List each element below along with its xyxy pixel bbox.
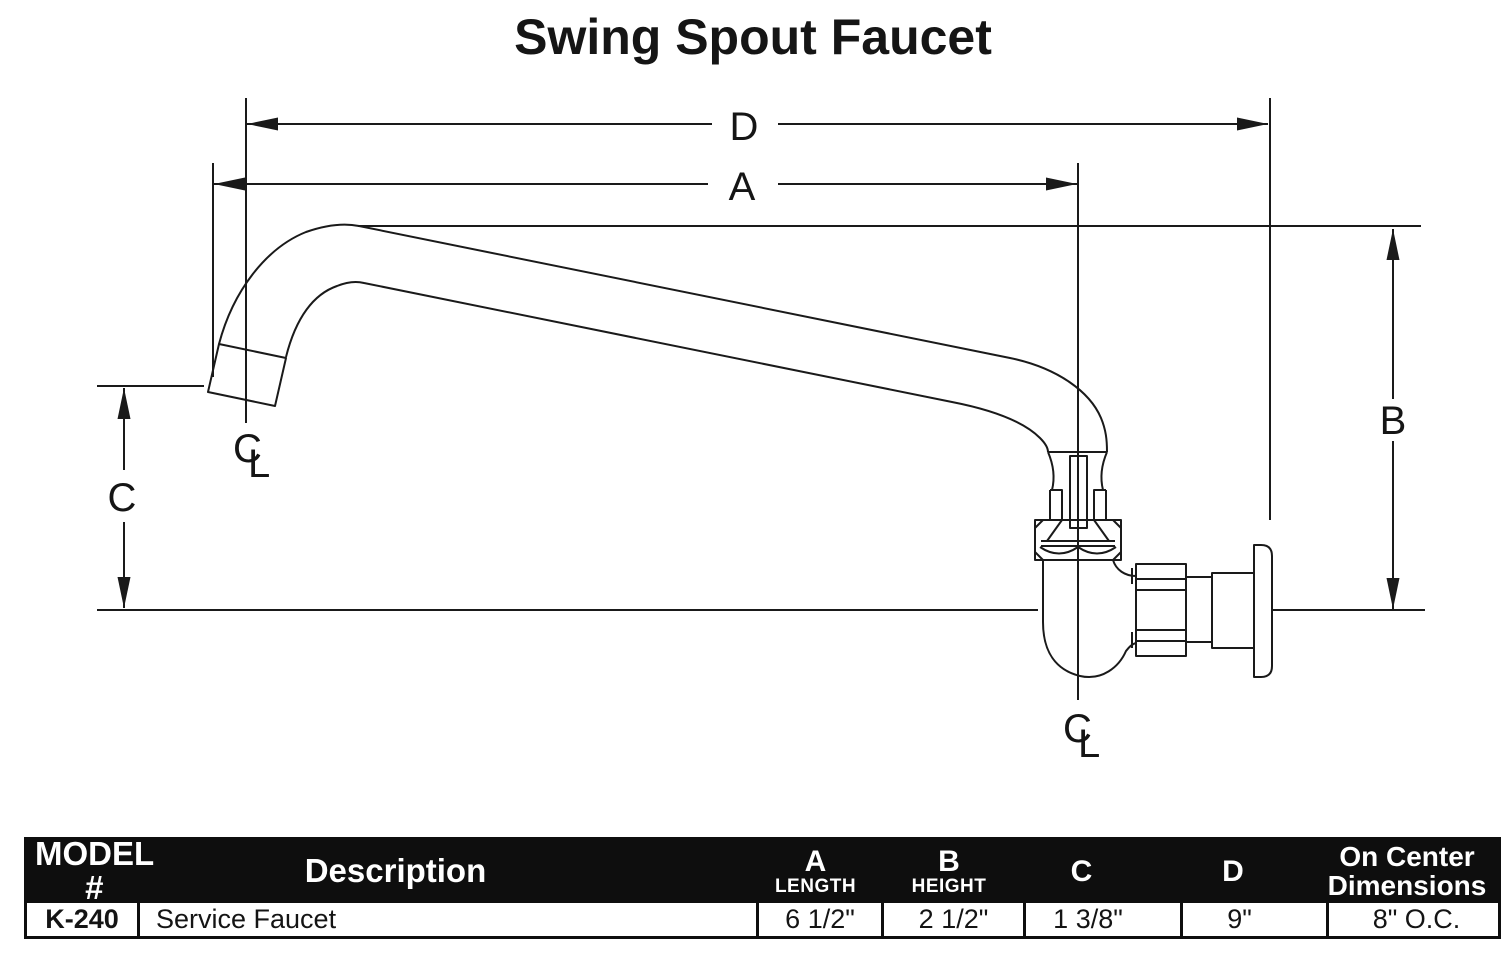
header-on-center: On Center Dimensions — [1323, 837, 1501, 906]
dimension-c: C — [108, 388, 137, 608]
centerline-symbol-c: C — [1063, 707, 1092, 751]
header-d: D — [1177, 837, 1323, 906]
centerline-symbol-c: C — [233, 427, 262, 471]
cell-d: 9" — [1180, 903, 1326, 936]
coupling-nut — [1135, 563, 1187, 657]
bonnet-nut — [1034, 519, 1122, 561]
spec-table-data-row: K-240 Service Faucet 6 1/2" 2 1/2" 1 3/8… — [24, 903, 1501, 939]
coupling-nut-facets — [1136, 578, 1186, 642]
dimension-b: B — [1380, 229, 1407, 609]
elbow-body — [1042, 559, 1137, 679]
swivel-shoulders — [1049, 489, 1107, 520]
faucet-dimension-diagram: D A B C — [97, 98, 1425, 766]
header-d-letter: D — [1222, 854, 1244, 888]
cell-c: 1 3/8" — [1023, 903, 1180, 936]
arrowhead-c-bottom — [117, 577, 131, 608]
header-b: B HEIGHT — [878, 837, 1020, 906]
spout-outer-edge — [218, 223, 1108, 453]
cell-on-center: 8" O.C. — [1326, 903, 1504, 936]
spacer-cylinder — [1211, 572, 1255, 649]
arrowhead-b-bottom — [1386, 578, 1400, 609]
dim-label-a: A — [729, 165, 756, 209]
header-oc-line1: On Center — [1339, 841, 1475, 873]
header-description: Description — [134, 837, 753, 906]
dim-label-c: C — [108, 476, 137, 520]
cell-a-length: 6 1/2" — [756, 903, 881, 936]
dimension-d: D — [247, 105, 1268, 149]
cell-b-height: 2 1/2" — [881, 903, 1023, 936]
dimension-a: A — [214, 165, 1077, 209]
wall-flange — [1253, 544, 1273, 678]
spec-table-header-row: MODEL # Description A LENGTH B HEIGHT C … — [24, 836, 1501, 906]
spout-nozzle — [207, 343, 287, 407]
arrowhead-a-left — [214, 177, 245, 191]
page-title: Swing Spout Faucet — [514, 9, 992, 65]
extension-lines — [97, 98, 1425, 700]
centerline-symbol-l: L — [1078, 722, 1100, 766]
arrowhead-d-right — [1237, 117, 1268, 131]
bonnet-detail — [1034, 519, 1122, 561]
header-model: MODEL # — [24, 836, 154, 906]
dim-label-d: D — [730, 105, 759, 149]
faucet-outline — [207, 223, 1273, 679]
header-oc-line2: Dimensions — [1327, 870, 1487, 902]
cell-description: Service Faucet — [137, 903, 756, 936]
header-a-sub: LENGTH — [774, 876, 857, 898]
arrowhead-d-left — [247, 117, 278, 131]
header-b-sub: HEIGHT — [911, 876, 987, 898]
header-a: A LENGTH — [753, 837, 878, 906]
swivel-cone — [1047, 451, 1108, 491]
header-c-letter: C — [1070, 854, 1093, 888]
header-c: C — [1020, 837, 1177, 906]
header-b-letter: B — [938, 844, 960, 878]
header-model-label: MODEL # — [35, 835, 155, 907]
centerline-symbol-spout: C L — [233, 427, 270, 486]
spec-table: MODEL # Description A LENGTH B HEIGHT C … — [24, 836, 1501, 939]
arrowhead-a-right — [1046, 177, 1077, 191]
arrowhead-c-top — [117, 388, 131, 419]
dim-label-b: B — [1380, 399, 1407, 443]
spout-inner-edge — [285, 281, 1049, 453]
header-a-letter: A — [804, 844, 827, 878]
centerline-symbol-body: C L — [1063, 707, 1100, 766]
header-description-label: Description — [304, 852, 487, 890]
swivel-stem — [1069, 455, 1088, 529]
neck — [1185, 576, 1213, 643]
cell-model: K-240 — [45, 904, 119, 934]
centerline-symbol-l: L — [248, 442, 270, 486]
arrowhead-b-top — [1386, 229, 1400, 260]
